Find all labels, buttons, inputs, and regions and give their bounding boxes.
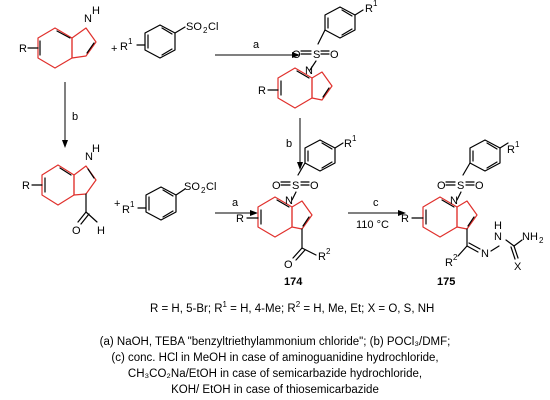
def-part-2: = H, 4-Me; R <box>227 303 296 315</box>
compound-174: R 1 S O O N R O R 2 174 <box>236 134 357 288</box>
n-label-c: N <box>85 151 93 163</box>
r1-label: R <box>120 41 128 53</box>
r1-label-b: R <box>365 3 373 15</box>
x-label: X <box>514 261 522 273</box>
o-label-1: O <box>292 49 301 61</box>
so2-sub-b: 2 <box>201 186 206 195</box>
plus-sign-b: + <box>114 198 120 210</box>
cond-b-left: b <box>72 111 78 123</box>
n-label-e3: N <box>494 231 502 243</box>
so2-label-b: SO <box>184 181 200 193</box>
def-part-3: = H, Me, Et; X = O, S, NH <box>300 303 434 315</box>
r2-label-e: R <box>445 257 453 269</box>
indole-aldehyde: N H R O H <box>22 143 105 237</box>
r-label: R <box>19 43 27 55</box>
s-label: S <box>313 49 320 61</box>
indole-start: R N H <box>19 5 100 69</box>
o-label-e1: O <box>437 180 446 192</box>
r2-sup-e: 2 <box>453 253 458 262</box>
r-label-c: R <box>22 180 30 192</box>
n-label-e2: N <box>481 248 489 260</box>
arrow-b-mid: b <box>286 118 303 170</box>
r1-label-d: R <box>344 138 352 150</box>
arrow-a-bottom: a <box>215 197 258 216</box>
compound-175: R 1 S O O N R R 2 N N H NH 2 X 175 <box>401 139 544 288</box>
o-label-d1: O <box>272 180 281 192</box>
n-label-b: N <box>305 65 313 77</box>
r1-sup-b: 1 <box>373 0 378 8</box>
arrow-a-top: a <box>215 39 300 58</box>
cl-label: Cl <box>208 21 218 33</box>
r-label-b: R <box>258 85 266 97</box>
footnote-c-2: CH₃CO₂Na/EtOH in case of semicarbazide h… <box>127 368 423 380</box>
o-label-c: O <box>72 225 81 237</box>
compound-175-label: 175 <box>437 276 455 288</box>
cond-a-top: a <box>253 39 260 51</box>
n-label-e: N <box>450 195 458 207</box>
cond-b-mid: b <box>286 138 292 150</box>
plus-sign: + <box>111 43 117 55</box>
r1-label-e: R <box>507 144 515 156</box>
n-sulfonyl-indole: R 1 S O O N R <box>258 0 378 109</box>
r1-sup-c: 1 <box>130 200 135 209</box>
r1-sup: 1 <box>128 37 133 46</box>
o-label-e2: O <box>475 180 484 192</box>
compound-174-label: 174 <box>284 276 303 288</box>
n-label-d: N <box>285 195 293 207</box>
h-label-c: H <box>92 143 100 155</box>
r-label-e: R <box>401 213 409 225</box>
r2-sup: 2 <box>326 247 331 256</box>
def-sup-1: 1 <box>223 300 228 309</box>
o-label-2: O <box>330 49 339 61</box>
o-label-d3: O <box>284 259 293 271</box>
h-label-e: H <box>494 220 502 232</box>
arrow-b-left: b <box>62 82 78 148</box>
def-sup-2: 2 <box>296 300 301 309</box>
h-label-ald: H <box>97 225 105 237</box>
nh2-sub: 2 <box>539 236 544 245</box>
r1-sup-d: 1 <box>352 134 357 143</box>
cond-a-bottom: a <box>232 197 239 209</box>
n-label: N <box>84 13 92 25</box>
footnote-c-3: KOH/ EtOH in case of thiosemicarbazide <box>171 384 379 396</box>
cl-label-b: Cl <box>206 181 216 193</box>
r-label-d: R <box>236 213 244 225</box>
arrow-c: c 110 °C <box>348 197 406 231</box>
sulfonyl-chloride-bottom: + R 1 SO 2 Cl <box>114 181 216 221</box>
def-part-1: R = H, 5-Br; R <box>150 303 223 315</box>
o-label-d2: O <box>310 180 319 192</box>
r2-label: R <box>318 251 326 263</box>
footnote-a-b: (a) NaOH, TEBA "benzyltriethylammonium c… <box>99 336 451 348</box>
footnote-c: (c) conc. HCl in MeOH in case of aminogu… <box>111 352 439 364</box>
cond-c-temp: 110 °C <box>356 219 389 231</box>
substituent-definitions: R = H, 5-Br; R1 = H, 4-Me; R2 = H, Me, E… <box>150 300 434 315</box>
s-label-e: S <box>457 180 464 192</box>
s-label-d: S <box>292 180 299 192</box>
h-label: H <box>92 5 100 17</box>
nh2-label: NH <box>522 231 538 243</box>
cond-c: c <box>373 197 379 209</box>
sulfonyl-chloride-top: R 1 SO 2 Cl <box>120 21 218 59</box>
r1-sup-e: 1 <box>515 140 520 149</box>
r1-label-c: R <box>122 204 130 216</box>
so2-label: SO <box>186 21 202 33</box>
so2-sub: 2 <box>203 26 208 35</box>
